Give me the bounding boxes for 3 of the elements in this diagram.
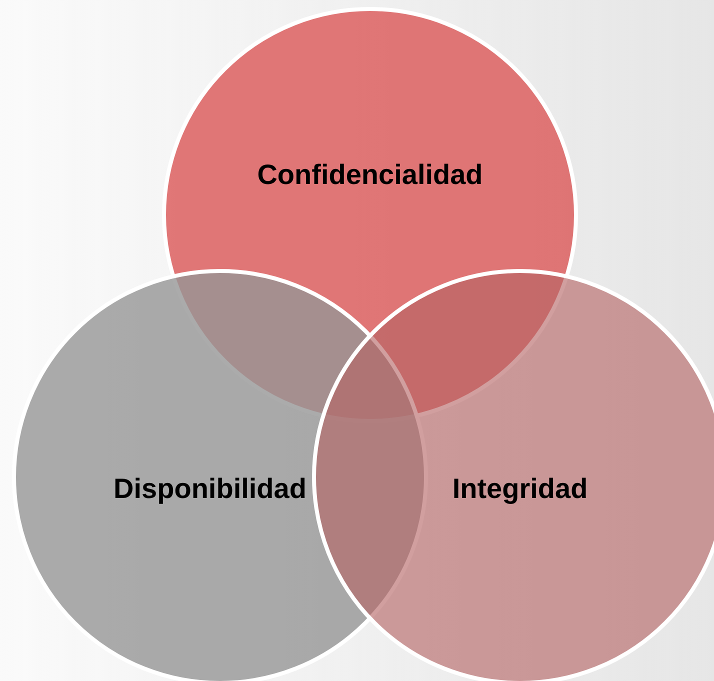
circle-label: Disponibilidad (114, 468, 306, 510)
circle-label: Confidencialidad (257, 154, 483, 196)
circle-label: Integridad (452, 468, 588, 510)
